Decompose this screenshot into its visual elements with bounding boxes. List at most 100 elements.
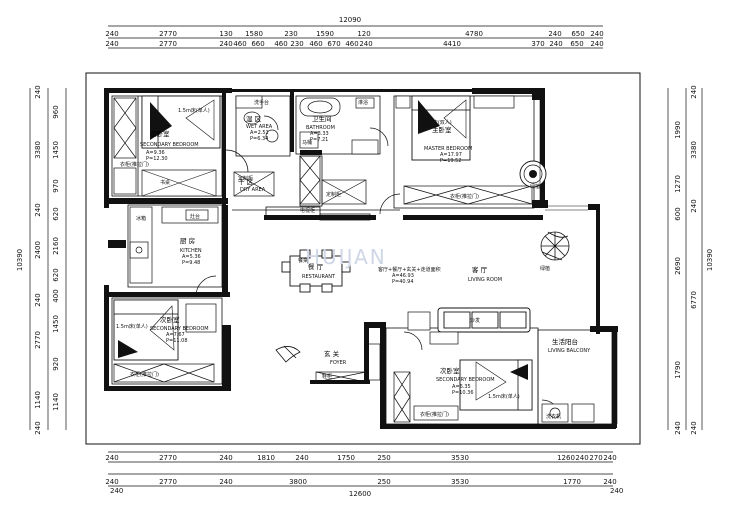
top-row1-dims-label: 2770 [159, 30, 177, 38]
top-row1-dims-label: 130 [219, 30, 232, 38]
svg-text:P=10.36: P=10.36 [452, 390, 474, 396]
right-inner-dims-label: 600 [674, 207, 682, 220]
master-chair-icon [519, 160, 547, 188]
svg-text:次卧室: 次卧室 [150, 129, 170, 138]
left-outer-dims-label: 1140 [34, 391, 42, 409]
fixture-tags: 衣柜(推拉门) 书桌 洗手台 马桶 淋浴 冰箱 灶台 定制柜 定制柜 电视柜 沙… [120, 99, 561, 420]
svg-text:餐桌: 餐桌 [298, 257, 308, 264]
top-row2-dims-label: 240 [105, 40, 118, 48]
right-overall-dim: 10390 [706, 249, 714, 271]
svg-text:淋浴: 淋浴 [358, 99, 368, 106]
svg-text:P=6.34: P=6.34 [250, 136, 268, 142]
svg-text:A=9.36: A=9.36 [146, 150, 165, 156]
svg-text:SECONDARY BEDROOM: SECONDARY BEDROOM [150, 326, 209, 332]
svg-text:MASTER BEDROOM: MASTER BEDROOM [424, 146, 472, 152]
kitchen-counters [129, 206, 219, 284]
svg-text:灶台: 灶台 [190, 213, 200, 220]
svg-text:玄 关: 玄 关 [324, 349, 340, 358]
wardrobe-bedroom-1 [113, 97, 137, 195]
svg-text:1.5m床(单人): 1.5m床(单人) [116, 323, 148, 330]
bed-bedroom-1 [141, 95, 221, 149]
label-kitchen: 厨 房 KITCHEN A=5.36 P=9.48 [180, 236, 202, 266]
svg-text:P=11.08: P=11.08 [166, 338, 188, 344]
bottom-dimensions [108, 451, 613, 487]
sheet-frame [85, 72, 641, 445]
label-living-balcony: 生活阳台 LIVING BALCONY [548, 337, 591, 354]
bottom-row1-dims-label: 3530 [451, 454, 469, 462]
bottom-row2-dims-label: 3800 [289, 478, 307, 486]
top-overall-dim: 12090 [339, 16, 361, 24]
svg-text:客 厅: 客 厅 [472, 265, 488, 274]
label-wet-area: 湿 区 WET AREA A=2.51 P=6.34 [246, 114, 273, 142]
label-secondary-bedroom-2: 次卧室 SECONDARY BEDROOM A=7.67 P=11.08 1.5… [116, 315, 209, 344]
svg-text:P=19.52: P=19.52 [440, 158, 462, 164]
top-row2-dims-label: 240 [219, 40, 232, 48]
left-outer-dims-label: 2770 [34, 331, 42, 349]
bedroom-3-desk [429, 331, 459, 345]
top-row2-dims-label: 2770 [159, 40, 177, 48]
svg-text:1.5m床(单人): 1.5m床(单人) [488, 393, 520, 400]
top-row1-dims-label: 650 [571, 30, 584, 38]
svg-text:A=46.93: A=46.93 [392, 273, 414, 279]
top-row2-dims-label: 660 [251, 40, 264, 48]
bottom-row2-dims-label: 1770 [563, 478, 581, 486]
bottom-row1-dims-label: 240 [603, 454, 616, 462]
plant-icon [540, 231, 570, 261]
svg-text:湿 区: 湿 区 [246, 114, 262, 123]
svg-text:SECONDARY BEDROOM: SECONDARY BEDROOM [140, 142, 199, 148]
top-row1-dims-label: 4780 [465, 30, 483, 38]
bathroom-fixtures [235, 95, 379, 155]
svg-text:次卧室: 次卧室 [160, 315, 180, 324]
bottom-row2-dims-label: 240 [603, 478, 616, 486]
left-inner-dims-label: 620 [52, 207, 60, 220]
bottom-row2-dims-label: 3530 [451, 478, 469, 486]
dry-area-cabinets [233, 155, 367, 205]
bottom-right-240: 240 [610, 487, 623, 495]
svg-text:A=2.51: A=2.51 [250, 130, 269, 136]
top-row1-dims-label: 120 [357, 30, 370, 38]
svg-text:马桶: 马桶 [302, 139, 312, 146]
right-inner-dims-label: 1270 [674, 175, 682, 193]
label-living-room: 客厅+餐厅+玄关+走道面积 A=46.93 P=40.94 客 厅 LIVING… [378, 265, 502, 285]
entry-door-icon [275, 345, 301, 363]
bottom-row2-dims-label: 240 [105, 478, 118, 486]
svg-text:洗手台: 洗手台 [254, 99, 269, 106]
label-bathroom: 卫生间 BATHROOM A=3.33 P=7.21 [306, 114, 335, 143]
top-dimensions [108, 25, 603, 49]
left-outer-dims-label: 240 [34, 203, 42, 216]
svg-text:主卧室: 主卧室 [432, 125, 452, 134]
svg-text:1.8m床(双人): 1.8m床(双人) [420, 119, 452, 126]
left-inner-dims-label: 620 [52, 268, 60, 281]
svg-text:DRY AREA: DRY AREA [240, 187, 266, 193]
svg-text:厨 房: 厨 房 [180, 236, 195, 245]
top-row2-dims-label: 650 [570, 40, 583, 48]
left-outer-dims-label: 240 [34, 293, 42, 306]
bottom-row1-dims-label: 240 [219, 454, 232, 462]
svg-text:A=7.67: A=7.67 [166, 332, 185, 338]
windows [539, 98, 618, 424]
left-inner-dims-label: 1450 [52, 315, 60, 333]
svg-text:沙发: 沙发 [470, 317, 480, 324]
top-row2-dims-label: 4410 [443, 40, 461, 48]
svg-text:卫生间: 卫生间 [312, 114, 332, 123]
svg-text:RESTAURANT: RESTAURANT [302, 274, 336, 280]
left-outer-dims-label: 240 [34, 85, 42, 98]
right-outer-dims-label: 3380 [690, 141, 698, 159]
bedroom-2-wardrobe [113, 303, 217, 383]
top-row1-dims-label: 240 [590, 30, 603, 38]
bottom-row1-dims-label: 240 [105, 454, 118, 462]
foyer-shoe-cabinet [315, 343, 381, 383]
bottom-row1-dims-label: 1260 [557, 454, 575, 462]
left-inner-dims-label: 920 [52, 357, 60, 370]
svg-text:电视柜: 电视柜 [300, 207, 315, 214]
left-outer-dims-label: 3380 [34, 141, 42, 159]
left-outer-dims-label: 2400 [34, 241, 42, 259]
svg-text:生活阳台: 生活阳台 [552, 337, 578, 346]
desk-bedroom-1-cross [141, 169, 217, 197]
top-row2-dims-label: 240 [549, 40, 562, 48]
left-inner-dims-label: 1450 [52, 141, 60, 159]
